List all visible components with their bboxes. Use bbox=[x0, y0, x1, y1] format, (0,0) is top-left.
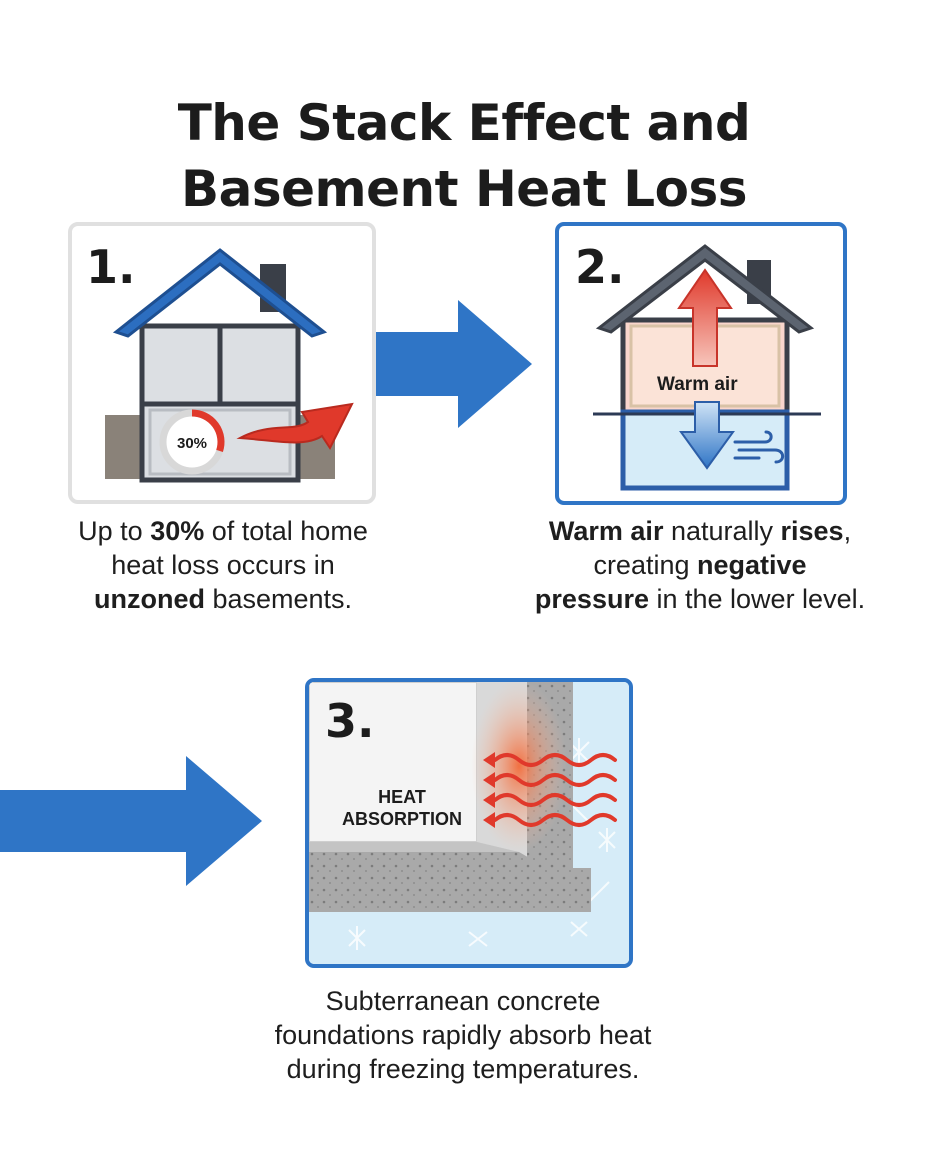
caption-text: Subterranean concrete bbox=[325, 986, 601, 1016]
heat-absorption-label: HEAT ABSORPTION bbox=[317, 786, 487, 830]
step-3-caption: Subterranean concrete foundations rapidl… bbox=[210, 984, 716, 1086]
caption-bold: unzoned bbox=[93, 584, 205, 614]
caption-text: basements. bbox=[204, 584, 353, 614]
caption-bold: negative bbox=[697, 550, 807, 580]
caption-bold: rises bbox=[780, 516, 844, 546]
title-line-1: The Stack Effect and bbox=[177, 93, 751, 152]
caption-text: in the lower level. bbox=[648, 584, 866, 614]
caption-bold: 30% bbox=[150, 516, 205, 546]
foundation-cross-section bbox=[309, 682, 629, 964]
caption-text: Up to bbox=[78, 516, 151, 546]
caption-text: during freezing temperatures. bbox=[286, 1054, 640, 1084]
step-3-number: 3. bbox=[325, 694, 375, 748]
roof bbox=[112, 248, 328, 338]
heat-loss-arrow-icon bbox=[236, 402, 354, 450]
wind-icon bbox=[733, 430, 785, 464]
down-arrow-icon bbox=[679, 401, 735, 470]
up-arrow-icon bbox=[677, 268, 733, 367]
caption-text: creating bbox=[593, 550, 697, 580]
caption-text: foundations rapidly absorb heat bbox=[274, 1020, 652, 1050]
caption-text: of total home bbox=[204, 516, 368, 546]
flow-arrow-icon bbox=[376, 300, 532, 428]
step-2-number: 2. bbox=[575, 240, 625, 294]
step-1-caption: Up to 30% of total home heat loss occurs… bbox=[30, 514, 416, 616]
warm-air-label: Warm air bbox=[657, 374, 738, 395]
step-1-panel: 30% 1. bbox=[68, 222, 376, 504]
heat-absorption-label-line-2: ABSORPTION bbox=[341, 809, 462, 829]
step-2-panel: Warm air 2. bbox=[555, 222, 847, 505]
house-cross-section bbox=[593, 244, 821, 491]
caption-bold: pressure bbox=[534, 584, 649, 614]
house-icon: 30% bbox=[105, 248, 354, 483]
step-2-caption: Warm air naturally rises, creating negat… bbox=[498, 514, 902, 616]
heat-waves-icon bbox=[493, 753, 617, 827]
caption-text: naturally bbox=[663, 516, 781, 546]
page-title: The Stack Effect and Basement Heat Loss bbox=[0, 90, 928, 222]
caption-text: heat loss occurs in bbox=[111, 550, 335, 580]
caption-bold: Warm air bbox=[548, 516, 664, 546]
heat-absorption-label-line-1: HEAT bbox=[378, 787, 426, 807]
step-3-panel: HEAT ABSORPTION 3. bbox=[305, 678, 633, 968]
pie-badge-icon bbox=[159, 409, 225, 475]
step-1-number: 1. bbox=[86, 240, 136, 294]
title-line-2: Basement Heat Loss bbox=[181, 159, 747, 218]
caption-text: , bbox=[843, 516, 852, 546]
flow-arrow-icon bbox=[0, 756, 262, 886]
badge-percent: 30% bbox=[177, 435, 207, 452]
roof bbox=[595, 244, 815, 334]
